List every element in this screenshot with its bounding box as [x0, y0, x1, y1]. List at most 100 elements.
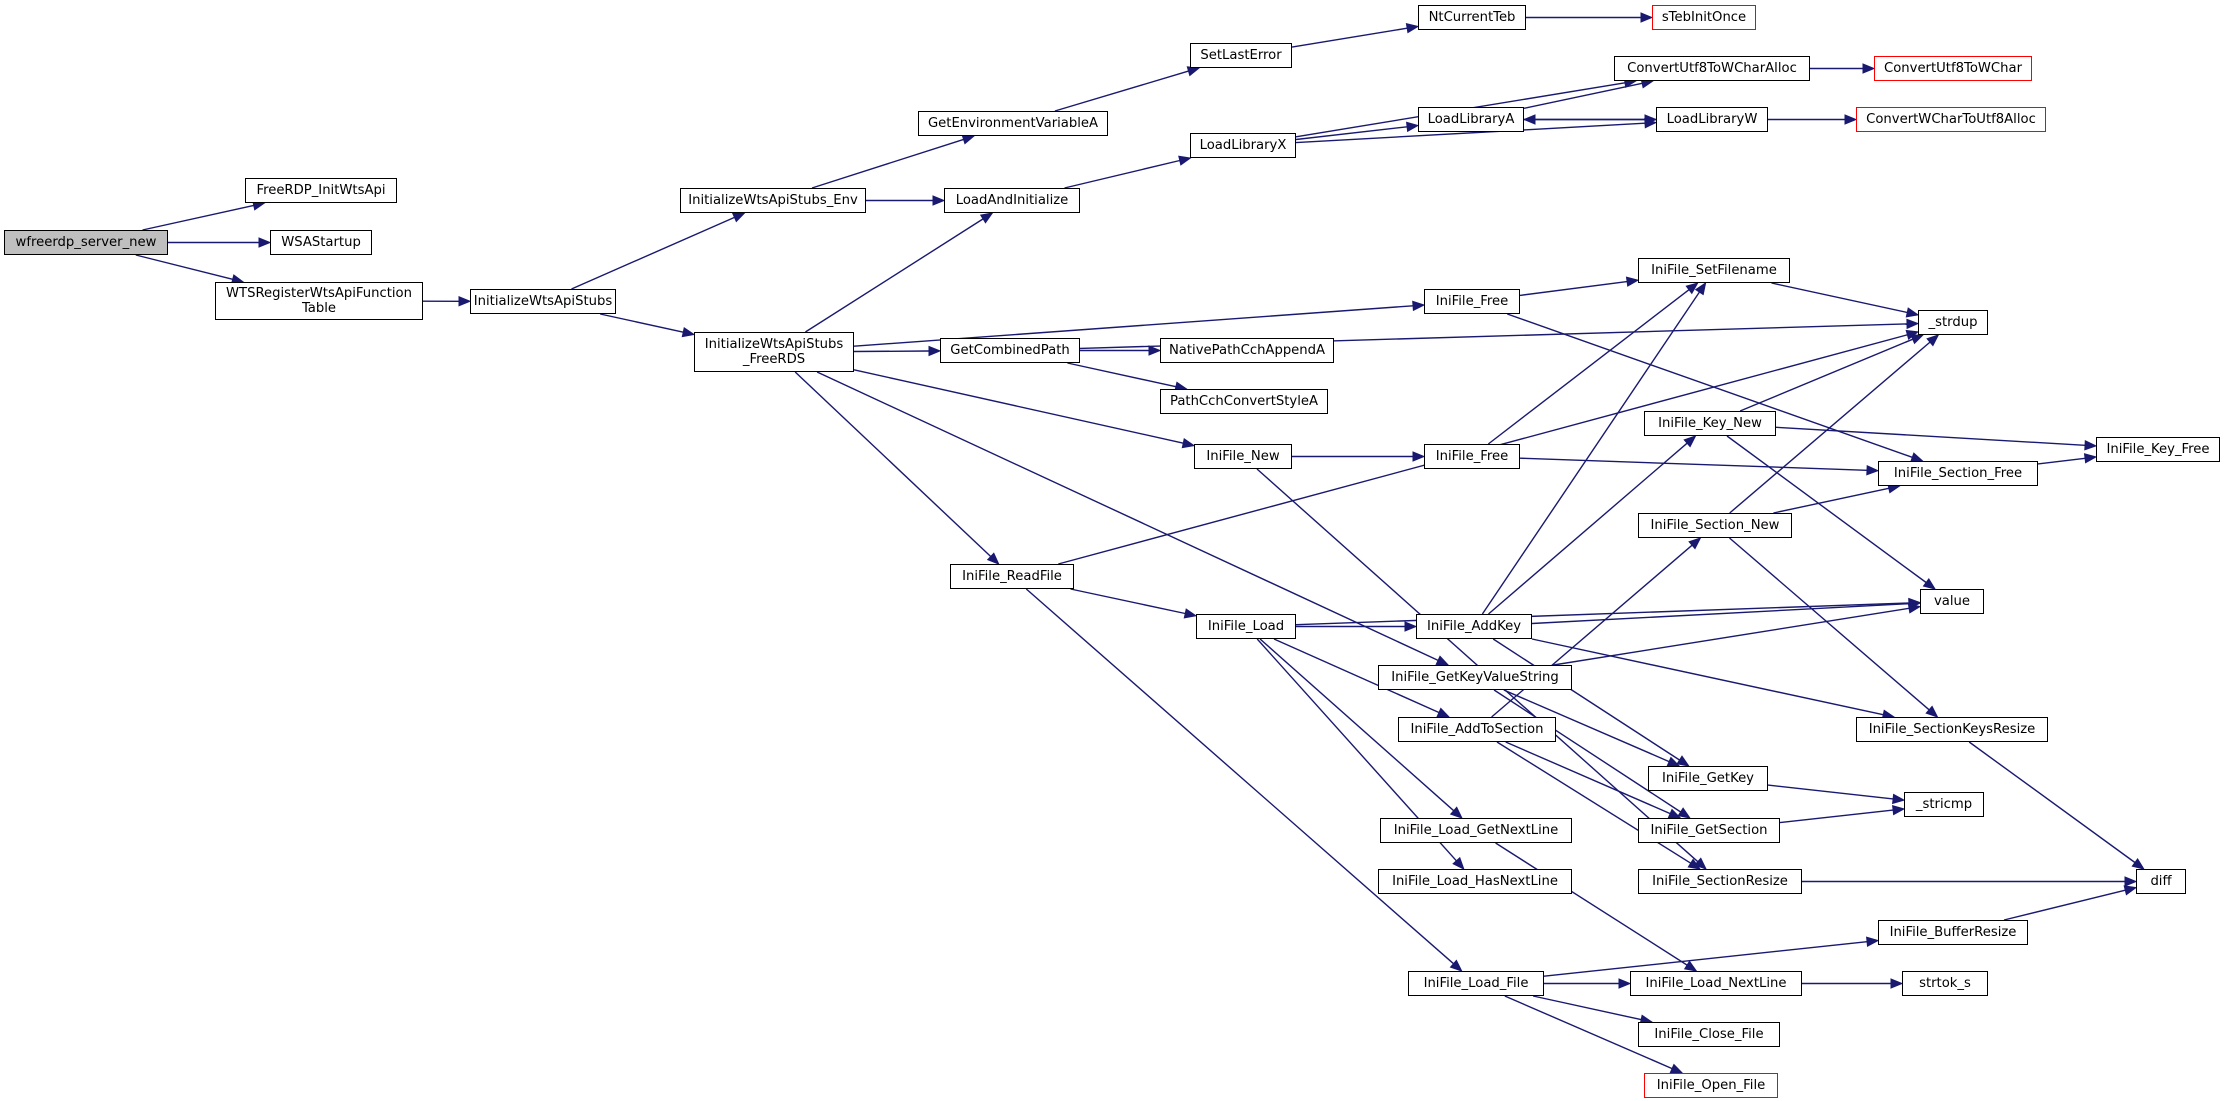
node-load-library-x[interactable]: LoadLibraryX — [1190, 133, 1296, 158]
node-load-library-a[interactable]: LoadLibraryA — [1418, 107, 1524, 132]
arrowhead-load-library-a — [1522, 114, 1536, 125]
arrowhead-initialize-wts-api-stubs — [458, 296, 472, 307]
arrowhead-ini-file-load-file — [1449, 959, 1463, 972]
edge-ini-file-section-new-to-ini-file-section-free — [1773, 487, 1889, 514]
node-strdup[interactable]: _strdup — [1918, 310, 1988, 335]
arrowhead-ini-file-get-section — [1667, 808, 1682, 819]
edge-ini-file-add-key-to-ini-file-section-keys-resize — [1531, 638, 1884, 716]
edge-ini-file-add-key-to-ini-file-get-key — [1492, 638, 1680, 761]
node-get-combined-path[interactable]: GetCombinedPath — [940, 338, 1080, 363]
node-ini-file-section-keys-resize[interactable]: IniFile_SectionKeysResize — [1856, 717, 2048, 742]
node-wtsregister-wts-api-function-table[interactable]: WTSRegisterWtsApiFunction Table — [215, 282, 423, 320]
arrowhead-ini-file-load-next-line — [1618, 978, 1632, 989]
node-ini-file-get-key-value-string[interactable]: IniFile_GetKeyValueString — [1378, 665, 1572, 690]
edge-initialize-wts-api-stubs-env-to-get-environment-variable-a — [811, 138, 964, 189]
node-strtok-s[interactable]: strtok_s — [1902, 971, 1988, 996]
edge-ini-file-section-free-to-ini-file-key-free — [2037, 457, 2086, 465]
node-nt-current-teb[interactable]: NtCurrentTeb — [1418, 5, 1526, 30]
node-ini-file-add-to-section[interactable]: IniFile_AddToSection — [1398, 717, 1556, 742]
arrowhead-initialize-wts-api-stubs-env — [731, 212, 746, 223]
node-ini-file-open-file[interactable]: IniFile_Open_File — [1644, 1073, 1778, 1098]
arrowhead-ini-file-section-keys-resize — [1925, 705, 1939, 718]
node-load-library-w[interactable]: LoadLibraryW — [1656, 107, 1768, 132]
arrowhead-s-teb-init-once — [1640, 12, 1654, 23]
arrowhead-ini-file-get-key — [1676, 755, 1690, 767]
edge-ini-file-load-to-ini-file-add-to-section — [1273, 638, 1440, 714]
node-path-cch-convert-style-a[interactable]: PathCchConvertStyleA — [1160, 389, 1328, 414]
arrowhead-native-path-cch-append-a — [1148, 345, 1162, 356]
node-ini-file-load-get-next-line[interactable]: IniFile_Load_GetNextLine — [1380, 818, 1572, 843]
node-ini-file-section-new[interactable]: IniFile_Section_New — [1638, 513, 1792, 538]
arrowhead-ini-file-open-file — [1669, 1063, 1684, 1074]
arrowhead-ini-file-get-key — [1666, 756, 1681, 767]
node-ini-file-buffer-resize[interactable]: IniFile_BufferResize — [1878, 920, 2028, 945]
node-ini-file-key-new[interactable]: IniFile_Key_New — [1644, 411, 1776, 436]
node-native-path-cch-append-a[interactable]: NativePathCchAppendA — [1160, 338, 1334, 363]
edge-ini-file-key-new-to-ini-file-key-free — [1775, 426, 2086, 446]
arrowhead-strdup — [1910, 334, 1925, 345]
node-stricmp[interactable]: _stricmp — [1904, 792, 1984, 817]
edge-ini-file-load-file-to-ini-file-close-file — [1532, 995, 1642, 1021]
edge-load-library-a-to-convert-utf8-to-wchar-alloc — [1523, 82, 1643, 109]
node-ini-file-section-free[interactable]: IniFile_Section_Free — [1878, 461, 2038, 486]
edge-ini-file-free-2-to-ini-file-section-free — [1519, 457, 1868, 471]
node-ini-file-get-key[interactable]: IniFile_GetKey — [1648, 766, 1768, 791]
node-set-last-error[interactable]: SetLastError — [1190, 43, 1292, 68]
node-convert-utf8-to-wchar-alloc[interactable]: ConvertUtf8ToWCharAlloc — [1614, 56, 1810, 81]
node-initialize-wts-api-stubs-free-rds[interactable]: InitializeWtsApiStubs _FreeRDS — [694, 332, 854, 372]
node-ini-file-free-1[interactable]: IniFile_Free — [1424, 289, 1520, 314]
node-ini-file-get-section[interactable]: IniFile_GetSection — [1638, 818, 1780, 843]
edge-ini-file-free-2-to-ini-file-set-filename — [1487, 289, 1690, 445]
arrowhead-ini-file-section-free — [1866, 465, 1880, 476]
arrowhead-value — [1907, 603, 1922, 614]
edge-wfreerdp-server-new-to-free-rdp-init-wts-api — [142, 204, 254, 231]
node-ini-file-key-free[interactable]: IniFile_Key_Free — [2096, 437, 2220, 462]
node-ini-file-add-key[interactable]: IniFile_AddKey — [1416, 614, 1532, 639]
node-ini-file-load-file[interactable]: IniFile_Load_File — [1408, 971, 1544, 996]
arrowhead-ini-file-free-1 — [1412, 300, 1426, 312]
node-diff[interactable]: diff — [2136, 869, 2186, 894]
node-get-environment-variable-a[interactable]: GetEnvironmentVariableA — [918, 111, 1108, 136]
arrowhead-ini-file-load-has-next-line — [1452, 856, 1465, 870]
node-wfreerdp-server-new: wfreerdp_server_new — [4, 230, 168, 255]
arrowhead-get-environment-variable-a — [961, 134, 976, 145]
node-s-teb-init-once[interactable]: sTebInitOnce — [1652, 5, 1756, 30]
arrowhead-stricmp — [1892, 793, 1906, 805]
node-convert-wchar-to-utf8-alloc[interactable]: ConvertWCharToUtf8Alloc — [1856, 107, 2046, 132]
node-initialize-wts-api-stubs[interactable]: InitializeWtsApiStubs — [470, 289, 616, 314]
arrowhead-stricmp — [1892, 805, 1906, 816]
node-ini-file-load-next-line[interactable]: IniFile_Load_NextLine — [1630, 971, 1802, 996]
edge-set-last-error-to-nt-current-teb — [1291, 27, 1408, 48]
edge-ini-file-section-new-to-strdup — [1729, 341, 1931, 514]
arrowhead-ini-file-new — [1181, 437, 1196, 449]
node-ini-file-free-2[interactable]: IniFile_Free — [1424, 444, 1520, 469]
node-ini-file-new[interactable]: IniFile_New — [1194, 444, 1292, 469]
node-ini-file-close-file[interactable]: IniFile_Close_File — [1638, 1022, 1780, 1047]
arrowhead-load-library-x — [1178, 155, 1192, 166]
arrowhead-nt-current-teb — [1405, 23, 1420, 34]
arrowhead-strdup — [1926, 334, 1940, 347]
edge-ini-file-add-key-to-ini-file-set-filename — [1481, 291, 1700, 615]
node-ini-file-read-file[interactable]: IniFile_ReadFile — [950, 564, 1074, 589]
edge-ini-file-add-to-section-to-ini-file-get-section — [1505, 741, 1671, 815]
node-ini-file-load[interactable]: IniFile_Load — [1196, 614, 1296, 639]
arrowhead-ini-file-free-2 — [1412, 451, 1426, 462]
arrowhead-ini-file-set-filename — [1694, 281, 1707, 296]
edge-load-library-x-to-load-library-w — [1295, 122, 1646, 144]
edge-ini-file-add-to-section-to-ini-file-section-new — [1491, 544, 1693, 718]
node-initialize-wts-api-stubs-env[interactable]: InitializeWtsApiStubs_Env — [680, 188, 866, 213]
arrowhead-ini-file-get-section — [1677, 807, 1692, 819]
node-ini-file-section-resize[interactable]: IniFile_SectionResize — [1638, 869, 1802, 894]
arrowhead-diff — [2131, 858, 2145, 870]
node-ini-file-load-has-next-line[interactable]: IniFile_Load_HasNextLine — [1378, 869, 1572, 894]
node-wsastartup[interactable]: WSAStartup — [270, 230, 372, 255]
node-convert-utf8-to-wchar[interactable]: ConvertUtf8ToWChar — [1874, 56, 2032, 81]
node-free-rdp-init-wts-api[interactable]: FreeRDP_InitWtsApi — [245, 178, 397, 203]
node-value[interactable]: value — [1920, 589, 1984, 614]
edge-initialize-wts-api-stubs-free-rds-to-get-combined-path — [853, 350, 930, 353]
node-ini-file-set-filename[interactable]: IniFile_SetFilename — [1638, 258, 1790, 283]
edge-ini-file-read-file-to-ini-file-load-file — [1025, 588, 1454, 965]
node-load-and-initialize[interactable]: LoadAndInitialize — [944, 188, 1080, 213]
